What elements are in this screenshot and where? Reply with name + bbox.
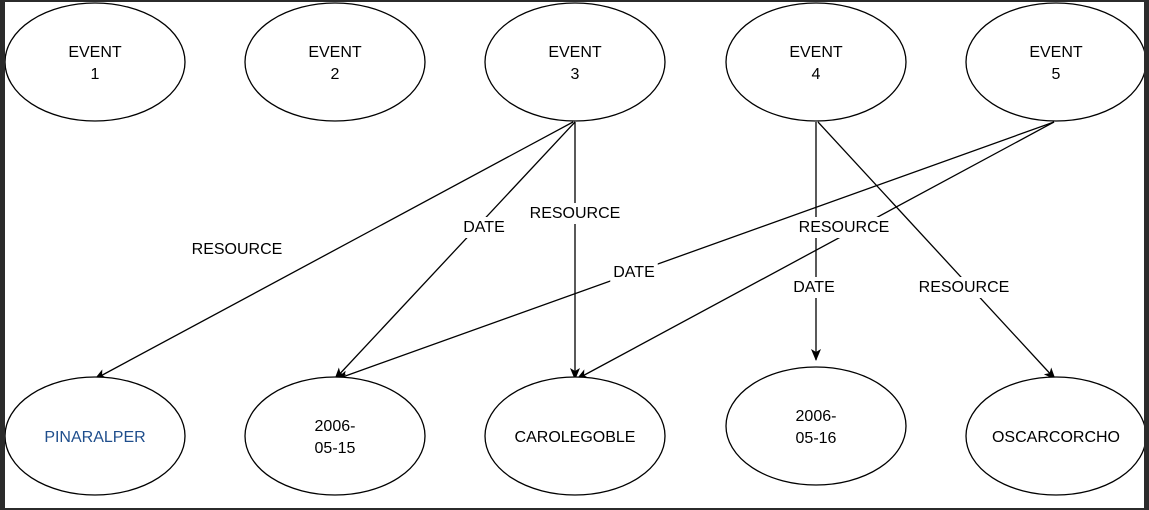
node-carolegoble: CAROLEGOBLE	[484, 376, 666, 496]
edge-label-bg	[795, 217, 893, 238]
node-ellipse	[5, 376, 186, 496]
graph-diagram: EVENT 1 EVENT 2 EVENT 3 EVENT 4 EVENT 5PINARALPER…	[5, 2, 1144, 496]
node-event1: EVENT 1	[5, 2, 186, 122]
node-label: PINARALPER	[44, 429, 145, 446]
node-event4: EVENT 4	[725, 2, 907, 122]
node-oscarcorcho: OSCARCORCHO	[965, 376, 1144, 496]
edge-label-date: DATE	[460, 217, 508, 238]
node-ellipse	[965, 2, 1144, 122]
edge-label-text: RESOURCE	[799, 219, 890, 236]
node-label: EVENT	[308, 44, 362, 61]
node-ellipse	[725, 2, 907, 122]
node-event5: EVENT 5	[965, 2, 1144, 122]
node-label: 2006-	[796, 408, 837, 425]
edge-label-text: DATE	[613, 264, 654, 281]
node-label: 1	[91, 66, 100, 83]
edge-label-text: RESOURCE	[919, 279, 1010, 296]
edge-label-resource: RESOURCE	[188, 239, 286, 260]
node-label: EVENT	[1029, 44, 1083, 61]
node-label: 05-15	[315, 440, 356, 457]
edge-event4-to-oscarcorcho	[817, 121, 1056, 380]
edge-label-bg	[610, 262, 658, 283]
edge-label-resource: RESOURCE	[795, 217, 893, 238]
edge-label-bg	[188, 239, 286, 260]
edge-label-bg	[526, 203, 624, 224]
node-label: EVENT	[68, 44, 122, 61]
edge-label-text: RESOURCE	[530, 205, 621, 222]
node-ellipse	[484, 376, 666, 496]
node-ellipse	[484, 2, 666, 122]
edge-label-date: DATE	[790, 277, 838, 298]
edge-label-text: DATE	[793, 279, 834, 296]
edge-event3-to-date0515	[334, 121, 576, 380]
node-ellipse	[5, 2, 186, 122]
node-label: EVENT	[789, 44, 843, 61]
node-date0515: 2006- 05-15	[244, 376, 426, 496]
edge-label-date: DATE	[610, 262, 658, 283]
edge-label-resource: RESOURCE	[526, 203, 624, 224]
node-label: 2	[331, 66, 340, 83]
node-date0516: 2006- 05-16	[725, 366, 907, 486]
edge-label-text: RESOURCE	[192, 241, 283, 258]
node-label: EVENT	[548, 44, 602, 61]
edge-label-text: DATE	[463, 219, 504, 236]
edges-layer	[94, 121, 1056, 380]
edge-label-bg	[915, 277, 1013, 298]
node-ellipse	[965, 376, 1144, 496]
node-label: CAROLEGOBLE	[515, 429, 636, 446]
edge-event5-to-date0515	[336, 121, 1055, 380]
edge-event3-to-pinaralper	[94, 121, 574, 380]
nodes-layer: EVENT 1 EVENT 2 EVENT 3 EVENT 4 EVENT 5PINARALPER…	[5, 2, 1144, 496]
node-ellipse	[244, 376, 426, 496]
edge-label-bg	[460, 217, 508, 238]
node-ellipse	[244, 2, 426, 122]
edge-labels-layer: RESOURCE DATE RESOURCE DATE RESOURCE DATE RESO…	[188, 203, 1013, 298]
node-label: 05-16	[796, 430, 837, 447]
node-label: 4	[812, 66, 821, 83]
node-pinaralper: PINARALPER	[5, 376, 186, 496]
node-event3: EVENT 3	[484, 2, 666, 122]
edge-label-resource: RESOURCE	[915, 277, 1013, 298]
node-label: OSCARCORCHO	[992, 429, 1120, 446]
node-label: 3	[571, 66, 580, 83]
node-label: 2006-	[315, 418, 356, 435]
edge-event5-to-carolegoble	[576, 121, 1055, 380]
node-ellipse	[725, 366, 907, 486]
edge-label-bg	[790, 277, 838, 298]
node-label: 5	[1052, 66, 1061, 83]
node-event2: EVENT 2	[244, 2, 426, 122]
